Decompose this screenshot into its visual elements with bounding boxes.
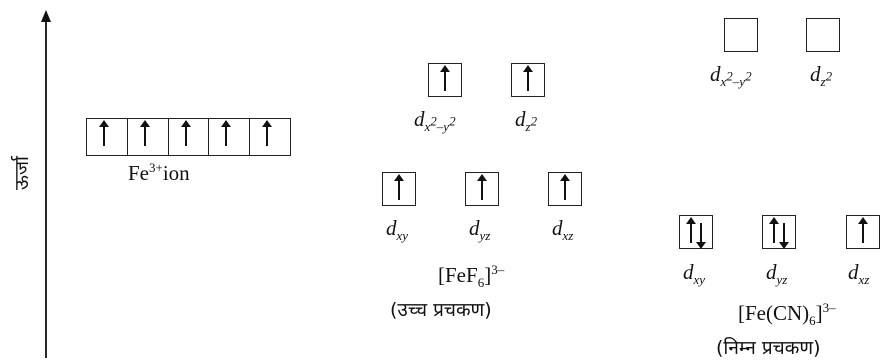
low-spin-dxy-box (679, 215, 713, 249)
free-ion-orbital-1 (87, 119, 128, 155)
high-spin-dyz-box (465, 172, 499, 206)
high-spin-formula: [FeF6]3– (438, 262, 505, 291)
free-ion-orbital-5 (250, 119, 290, 155)
low-spin-dxy-label: dxy (683, 260, 706, 288)
low-spin-dxz-box (846, 215, 880, 249)
spin-up-arrow (477, 174, 487, 200)
spin-up-arrow (262, 120, 273, 146)
free-ion-label: Fe3+ion (128, 160, 190, 185)
high-spin-dxy-label: dxy (386, 216, 409, 244)
spin-up-arrow (221, 120, 232, 146)
spin-up-arrow (686, 217, 696, 243)
spin-up-arrow (180, 120, 191, 146)
low-spin-dx2y2-label: dx2–y2 (710, 62, 752, 90)
low-spin-formula: [Fe(CN)6]3– (738, 300, 836, 329)
low-spin-dx2y2-box (724, 18, 758, 52)
spin-up-arrow (560, 174, 570, 200)
high-spin-label: (उच्च प्रचकण) (390, 299, 492, 321)
spin-up-arrow (769, 217, 779, 243)
free-ion-orbitals (86, 118, 291, 156)
spin-up-arrow (99, 120, 109, 146)
high-spin-dxz-box (548, 172, 582, 206)
free-ion-orbital-3 (169, 119, 210, 155)
energy-axis-label: ऊर्जा (11, 156, 33, 190)
spin-down-arrow (696, 223, 706, 249)
spin-up-arrow (858, 217, 868, 243)
high-spin-dxz-label: dxz (552, 216, 574, 244)
high-spin-dxy-box (382, 172, 416, 206)
free-ion-orbital-4 (209, 119, 251, 155)
low-spin-dyz-label: dyz (766, 260, 788, 288)
spin-up-arrow (139, 120, 150, 146)
high-spin-dyz-label: dyz (469, 216, 491, 244)
low-spin-label: (निम्न प्रचकण) (716, 337, 821, 359)
high-spin-dz2-box (511, 63, 545, 97)
spin-up-arrow (440, 65, 450, 91)
free-ion-orbital-2 (128, 119, 169, 155)
spin-down-arrow (779, 223, 789, 249)
high-spin-dx2y2-label: dx2–y2 (414, 107, 456, 135)
low-spin-dyz-box (762, 215, 796, 249)
low-spin-dz2-box (806, 18, 840, 52)
high-spin-dx2y2-box (428, 63, 462, 97)
energy-axis-arrow (41, 10, 51, 358)
spin-up-arrow (523, 65, 533, 91)
low-spin-dz2-label: dz2 (810, 62, 833, 90)
high-spin-dz2-label: dz2 (515, 107, 538, 135)
spin-up-arrow (394, 174, 404, 200)
low-spin-dxz-label: dxz (848, 260, 870, 288)
